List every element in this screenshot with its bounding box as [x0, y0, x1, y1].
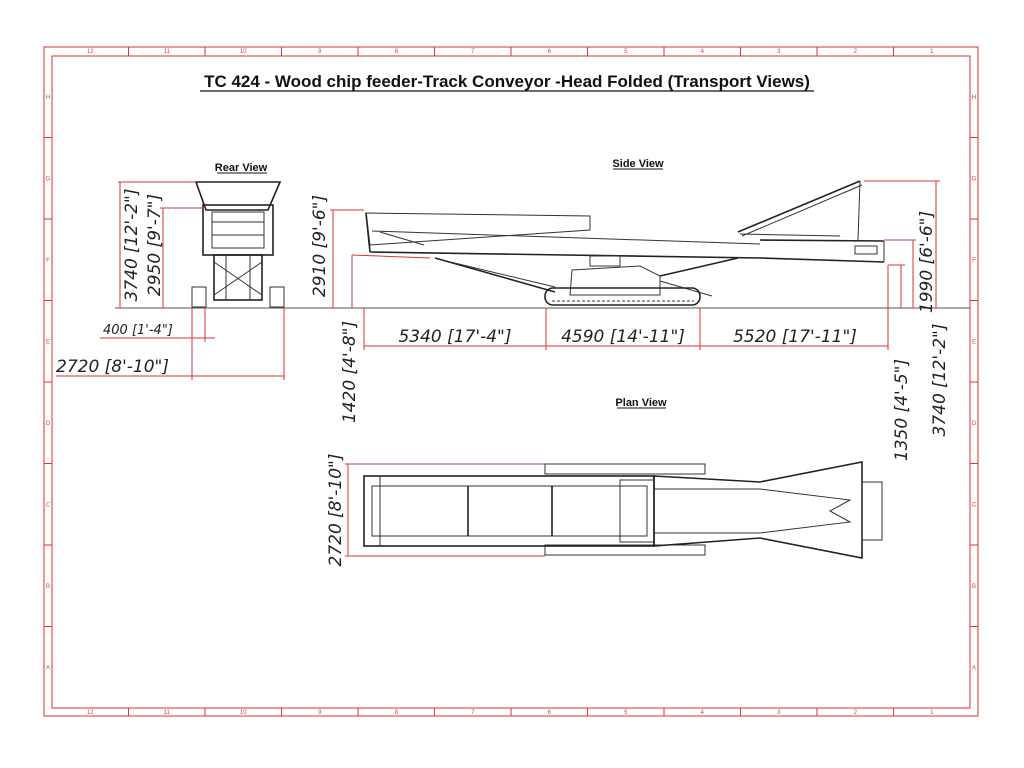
grid-column-label: 4 [701, 710, 705, 716]
dim-side-tail-clearance: 1420 [4'-8"] [340, 321, 360, 423]
dim-plan-width: 2720 [8'-10"] [326, 453, 346, 566]
grid-row-label: D [972, 421, 977, 427]
grid-row-label: A [46, 665, 50, 671]
dim-rear-height-total: 3740 [12'-2"] [122, 188, 142, 301]
dim-side-height-total: 3740 [12'-2"] [930, 323, 950, 436]
grid-row-label: D [46, 421, 51, 427]
grid-column-label: 5 [624, 710, 628, 716]
grid-row-label: A [972, 665, 976, 671]
plan-view-label: Plan View [615, 397, 667, 409]
dim-side-head-clearance: 1350 [4'-5"] [892, 359, 912, 461]
dim-side-len-track: 4590 [14'-11"] [561, 327, 685, 347]
grid-column-label: 9 [318, 710, 322, 716]
grid-column-label: 10 [240, 710, 247, 716]
outer-border [43, 46, 979, 717]
grid-row-label: F [46, 258, 50, 264]
dim-rear-height-hopper: 2950 [9'-7"] [145, 194, 165, 296]
grid-column-label: 12 [87, 49, 94, 55]
grid-row-label: E [46, 339, 50, 345]
grid-row-label: B [972, 584, 976, 590]
inner-border [51, 55, 971, 709]
side-view-drawing [365, 180, 885, 306]
rear-view-label: Rear View [215, 162, 268, 174]
drawing-title: TC 424 - Wood chip feeder-Track Conveyor… [204, 72, 810, 91]
grid-column-label: 7 [471, 49, 475, 55]
grid-column-label: 2 [854, 49, 858, 55]
dim-side-height-tail: 2910 [9'-6"] [310, 195, 330, 297]
grid-row-label: G [46, 176, 51, 182]
grid-row-label: H [46, 95, 50, 101]
grid-row-label: H [972, 95, 976, 101]
grid-column-label: 1 [930, 710, 934, 716]
side-view-label: Side View [612, 158, 664, 170]
grid-row-label: G [972, 176, 977, 182]
grid-column-label: 6 [548, 710, 552, 716]
grid-row-label: C [46, 502, 51, 508]
grid-column-label: 11 [164, 710, 171, 716]
grid-column-label: 6 [548, 49, 552, 55]
grid-column-label: 3 [777, 49, 781, 55]
grid-row-label: B [46, 584, 50, 590]
grid-column-label: 11 [164, 49, 171, 55]
dim-side-len-front: 5340 [17'-4"] [398, 327, 511, 347]
dim-rear-overall-width: 2720 [8'-10"] [56, 357, 169, 377]
dim-rear-track-width: 400 [1'-4"] [103, 323, 173, 338]
grid-column-label: 9 [318, 49, 322, 55]
grid-column-label: 12 [87, 710, 94, 716]
rear-view-drawing [191, 181, 285, 308]
plan-view-drawing [363, 461, 883, 559]
dim-side-len-rear: 5520 [17'-11"] [733, 327, 857, 347]
grid-column-label: 4 [701, 49, 705, 55]
grid-row-label: C [972, 502, 977, 508]
grid-column-label: 3 [777, 710, 781, 716]
grid-row-label: F [972, 258, 976, 264]
grid-column-label: 8 [395, 49, 399, 55]
grid-column-label: 2 [854, 710, 858, 716]
grid-column-label: 8 [395, 710, 399, 716]
dim-side-head-height: 1990 [6'-6"] [917, 211, 937, 313]
grid-column-label: 1 [930, 49, 934, 55]
grid-column-label: 7 [471, 710, 475, 716]
grid-column-label: 5 [624, 49, 628, 55]
grid-row-label: E [972, 339, 976, 345]
grid-column-label: 10 [240, 49, 247, 55]
